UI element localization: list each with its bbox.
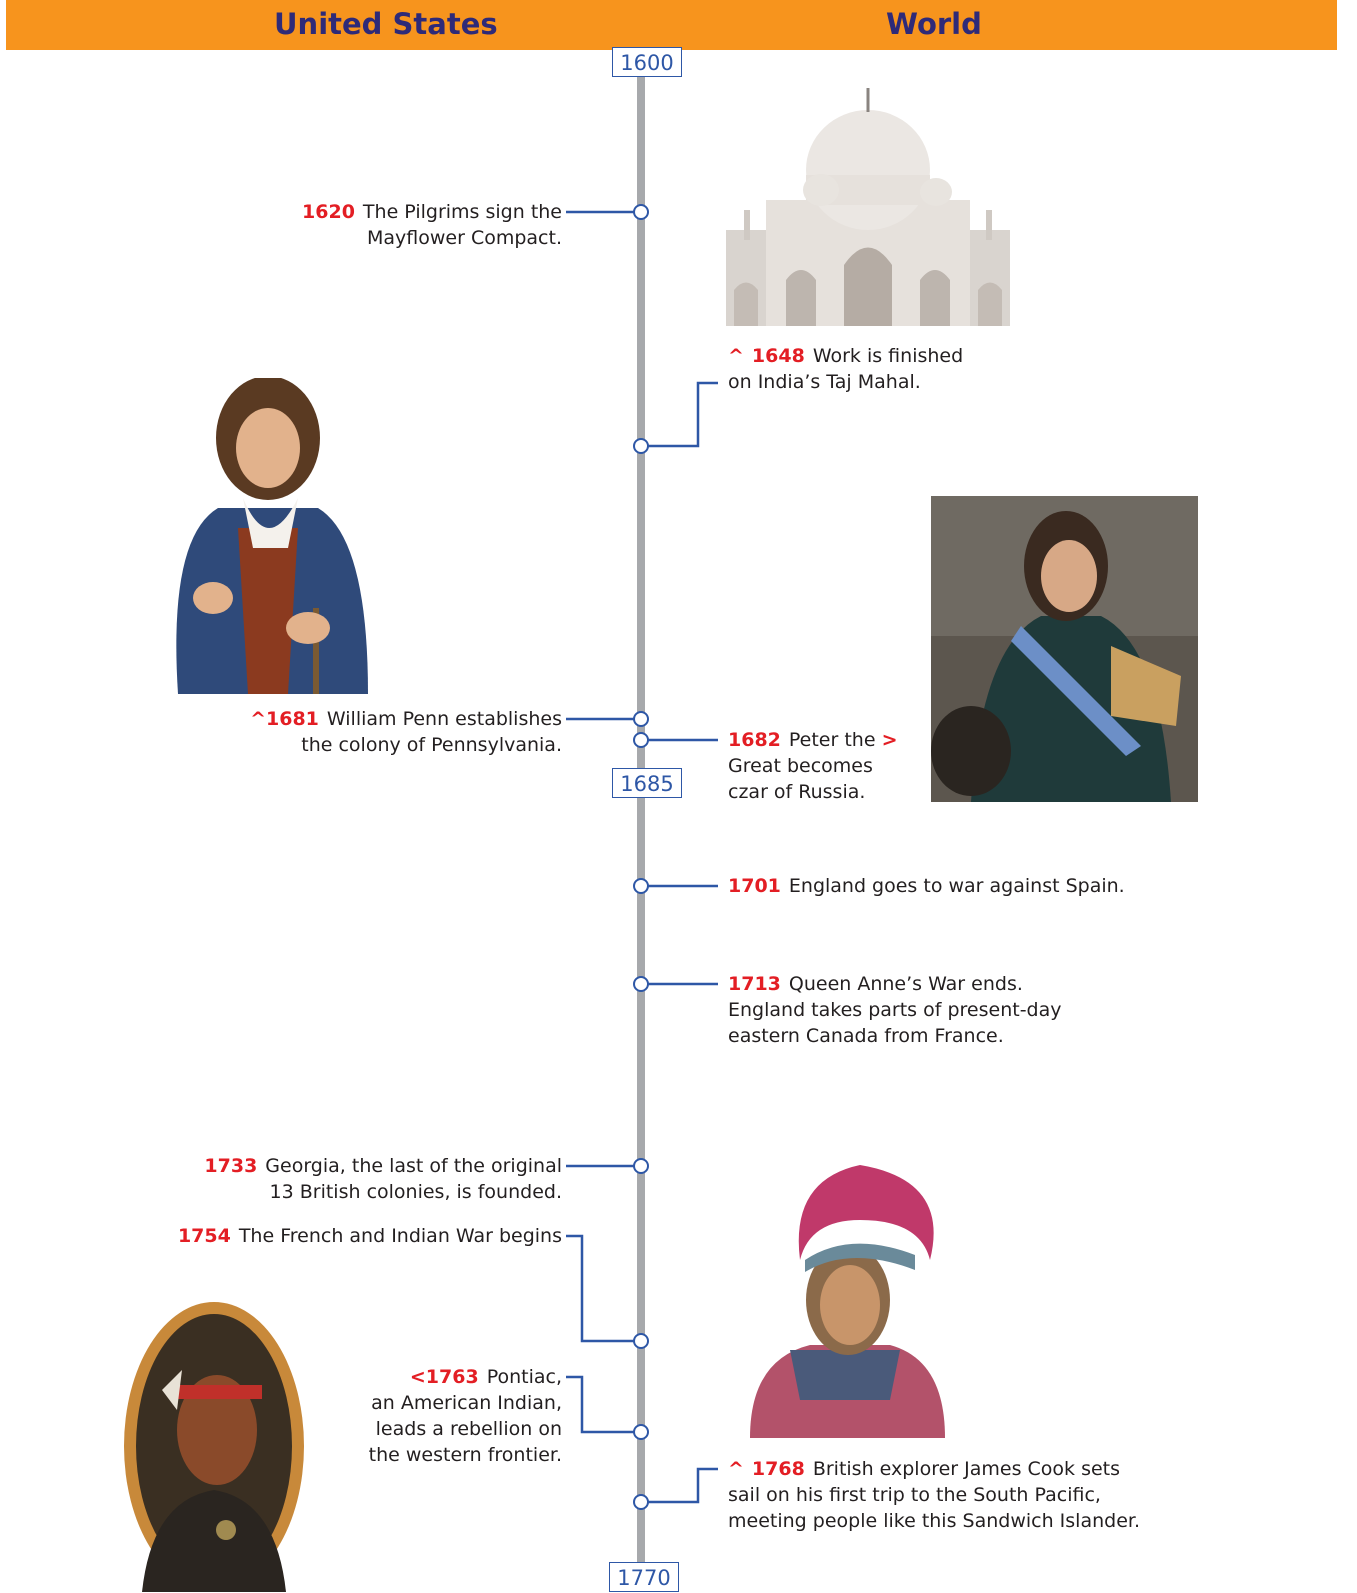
connector-1754 bbox=[566, 1234, 641, 1343]
arrow-up-icon: ^ bbox=[728, 1458, 744, 1480]
william-penn-portrait bbox=[176, 378, 368, 694]
event-year: 1620 bbox=[302, 201, 355, 223]
event-text: William Penn establishes bbox=[326, 708, 562, 730]
event-1733: 1733 Georgia, the last of the original 13… bbox=[204, 1153, 562, 1205]
event-text: England takes parts of present-day bbox=[728, 999, 1062, 1021]
event-text: British explorer James Cook sets bbox=[812, 1458, 1121, 1480]
event-1648: ^ 1648 Work is finished on India’s Taj Mah… bbox=[728, 343, 963, 395]
event-1768: ^ 1768 British explorer James Cook sets sa… bbox=[728, 1456, 1140, 1534]
connector-1763 bbox=[566, 1375, 641, 1434]
world-heading: World bbox=[886, 7, 982, 41]
pontiac-portrait bbox=[124, 1302, 304, 1592]
event-year: 1768 bbox=[751, 1458, 805, 1480]
peter-the-great-portrait bbox=[931, 496, 1198, 802]
arrow-right-icon: > bbox=[881, 729, 898, 751]
node-1648 bbox=[633, 438, 649, 454]
arrow-up-icon: ^ bbox=[250, 708, 266, 730]
event-text: the colony of Pennsylvania. bbox=[301, 734, 562, 756]
connector-1768 bbox=[641, 1467, 718, 1504]
event-year: 1681 bbox=[266, 708, 319, 730]
node-1754 bbox=[633, 1333, 649, 1349]
event-text: Pontiac, bbox=[486, 1366, 562, 1388]
node-1620 bbox=[633, 204, 649, 220]
event-text: sail on his first trip to the South Paci… bbox=[728, 1484, 1101, 1506]
event-text: Peter the bbox=[788, 729, 876, 751]
event-text: The Pilgrims sign the bbox=[362, 201, 562, 223]
united-states-heading: United States bbox=[274, 7, 498, 41]
year-marker-1770: 1770 bbox=[609, 1562, 679, 1592]
node-1681 bbox=[633, 711, 649, 727]
event-text: The French and Indian War begins bbox=[238, 1225, 562, 1247]
event-text: the western frontier. bbox=[368, 1444, 562, 1466]
event-text: an American Indian, bbox=[371, 1392, 562, 1414]
event-year: 1701 bbox=[728, 875, 781, 897]
event-year: 1754 bbox=[177, 1225, 231, 1247]
event-text: on India’s Taj Mahal. bbox=[728, 371, 921, 393]
node-1701 bbox=[633, 878, 649, 894]
node-1733 bbox=[633, 1158, 649, 1174]
event-1713: 1713 Queen Anne’s War ends. England takes… bbox=[728, 971, 1062, 1049]
event-1701: 1701 England goes to war against Spain. bbox=[728, 873, 1125, 899]
event-text: Mayflower Compact. bbox=[367, 227, 562, 249]
event-year: 1713 bbox=[728, 973, 781, 995]
arrow-up-icon: ^ bbox=[728, 345, 744, 367]
taj-mahal-image bbox=[726, 88, 1010, 326]
event-text: England goes to war against Spain. bbox=[788, 875, 1125, 897]
year-marker-1685: 1685 bbox=[612, 768, 682, 798]
event-text: Work is finished bbox=[812, 345, 964, 367]
event-1754: 1754 The French and Indian War begins bbox=[178, 1223, 562, 1249]
event-year: 1763 bbox=[425, 1366, 479, 1388]
event-text: Georgia, the last of the original bbox=[265, 1155, 562, 1177]
event-1682: 1682 Peter the > Great becomes czar of Ru… bbox=[728, 727, 898, 805]
node-1713 bbox=[633, 976, 649, 992]
year-marker-1600: 1600 bbox=[612, 47, 682, 77]
header-bar: United States World bbox=[6, 0, 1337, 50]
timeline-axis bbox=[637, 52, 645, 1572]
event-text: meeting people like this Sandwich Island… bbox=[728, 1510, 1140, 1532]
event-text: Great becomes bbox=[728, 755, 873, 777]
node-1763 bbox=[633, 1424, 649, 1440]
event-1681: ^1681 William Penn establishes the colony… bbox=[250, 706, 562, 758]
event-text: czar of Russia. bbox=[728, 781, 866, 803]
node-1768 bbox=[633, 1494, 649, 1510]
event-year: 1682 bbox=[728, 729, 781, 751]
node-1682 bbox=[633, 732, 649, 748]
connector-1648 bbox=[641, 381, 718, 448]
event-year: 1648 bbox=[751, 345, 805, 367]
event-1763: <1763 Pontiac, an American Indian, leads … bbox=[369, 1364, 562, 1468]
event-text: 13 British colonies, is founded. bbox=[269, 1181, 562, 1203]
sandwich-islander-portrait bbox=[750, 1165, 945, 1438]
event-1620: 1620 The Pilgrims sign the Mayflower Comp… bbox=[302, 199, 562, 251]
event-year: 1733 bbox=[204, 1155, 258, 1177]
event-text: eastern Canada from France. bbox=[728, 1025, 1004, 1047]
event-text: Queen Anne’s War ends. bbox=[788, 973, 1023, 995]
arrow-left-icon: < bbox=[409, 1366, 426, 1388]
event-text: leads a rebellion on bbox=[375, 1418, 562, 1440]
